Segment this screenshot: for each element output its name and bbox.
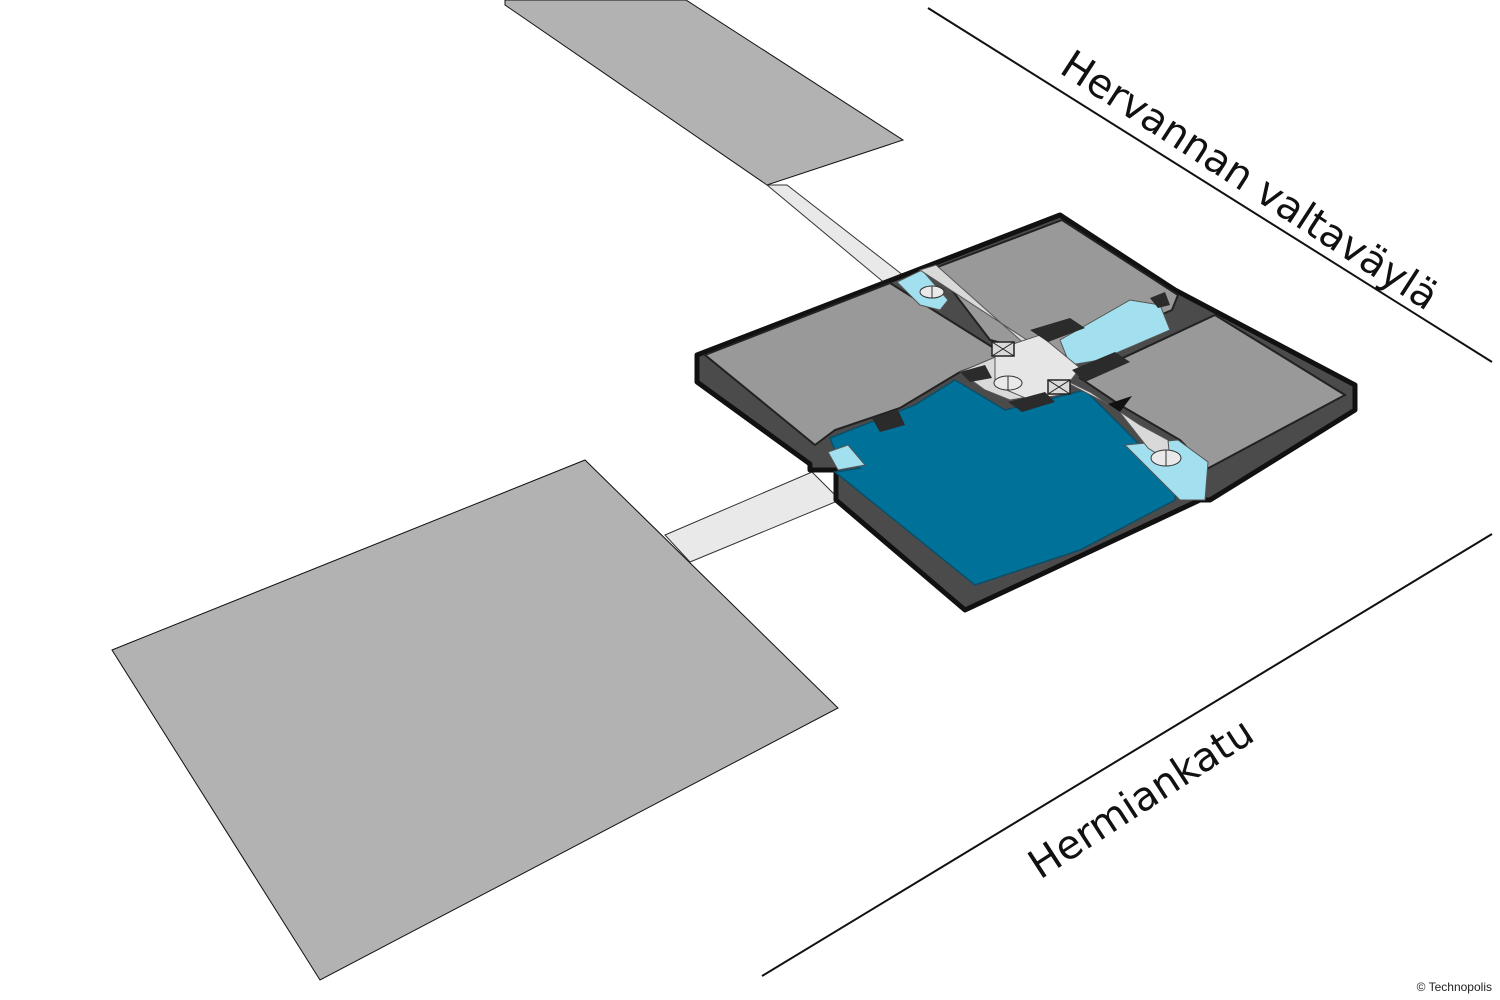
stairs-icon xyxy=(919,285,945,299)
copyright-notice: © Technopolis xyxy=(1416,980,1492,994)
walkway-southwest xyxy=(664,471,841,563)
dark-block xyxy=(1072,352,1130,382)
neighbor-building-north xyxy=(504,0,905,186)
service-area-southwest xyxy=(827,444,866,471)
elevator-icon xyxy=(991,341,1015,357)
dark-block xyxy=(1030,318,1085,342)
dark-block xyxy=(1008,392,1055,412)
neighbor-building-southwest xyxy=(111,459,839,981)
entrance-arrow-icon xyxy=(1108,396,1132,412)
stairs-icon xyxy=(993,375,1023,391)
stairs-icon xyxy=(1150,449,1182,467)
service-area-southeast xyxy=(1123,439,1209,501)
dark-block xyxy=(960,365,992,382)
dark-block xyxy=(872,410,905,432)
street-line-north xyxy=(927,7,1493,363)
street-line-south xyxy=(761,533,1493,977)
dark-block xyxy=(1150,292,1170,308)
wing-west xyxy=(703,281,1008,447)
elevator-icon xyxy=(1047,379,1071,395)
